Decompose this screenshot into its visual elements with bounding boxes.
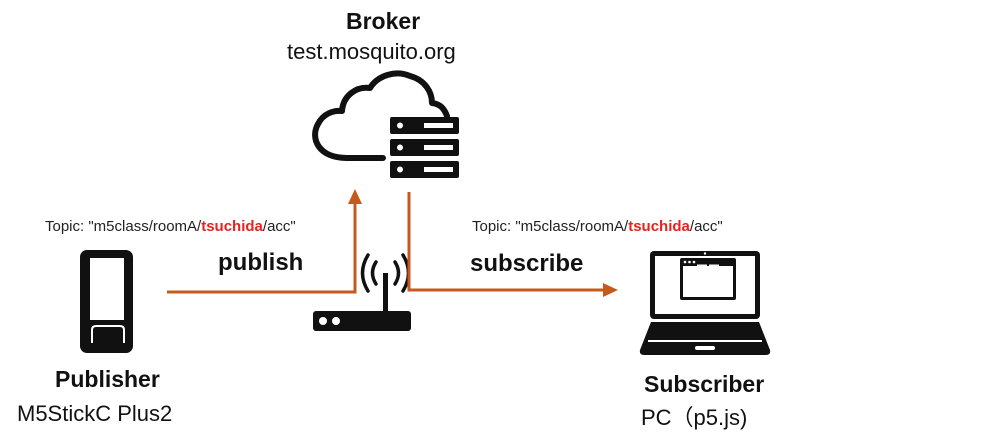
m5stick-device-icon: [80, 250, 133, 353]
subscribe-label: subscribe: [470, 250, 584, 277]
subscribe-arrow: [407, 192, 618, 297]
broker-title: Broker: [346, 8, 421, 34]
publisher-topic-highlight: tsuchida: [201, 218, 263, 235]
server-rack-icon: [390, 117, 459, 178]
publisher-topic: Topic: "m5class/roomA/tsuchida/acc": [45, 218, 296, 235]
subscriber-topic-suffix: /acc": [689, 218, 723, 235]
publisher-device: M5StickC Plus2: [17, 401, 173, 426]
publisher-topic-suffix: /acc": [262, 218, 296, 235]
subscriber-topic-prefix: Topic: "m5class/roomA/: [472, 218, 629, 235]
publisher-topic-prefix: Topic: "m5class/roomA/: [45, 218, 202, 235]
subscriber-topic-highlight: tsuchida: [628, 218, 690, 235]
publisher-title: Publisher: [55, 366, 160, 392]
publish-label: publish: [218, 249, 304, 276]
broker-host: test.mosquito.org: [287, 39, 456, 64]
laptop-icon: [639, 251, 771, 355]
browser-window-icon: [680, 258, 736, 300]
cloud-server-icon: [312, 70, 459, 178]
subscriber-topic: Topic: "m5class/roomA/tsuchida/acc": [472, 218, 723, 235]
publish-arrow: [167, 189, 362, 294]
subscriber-title: Subscriber: [644, 371, 765, 397]
subscriber-device: PC（p5.js): [641, 405, 748, 430]
